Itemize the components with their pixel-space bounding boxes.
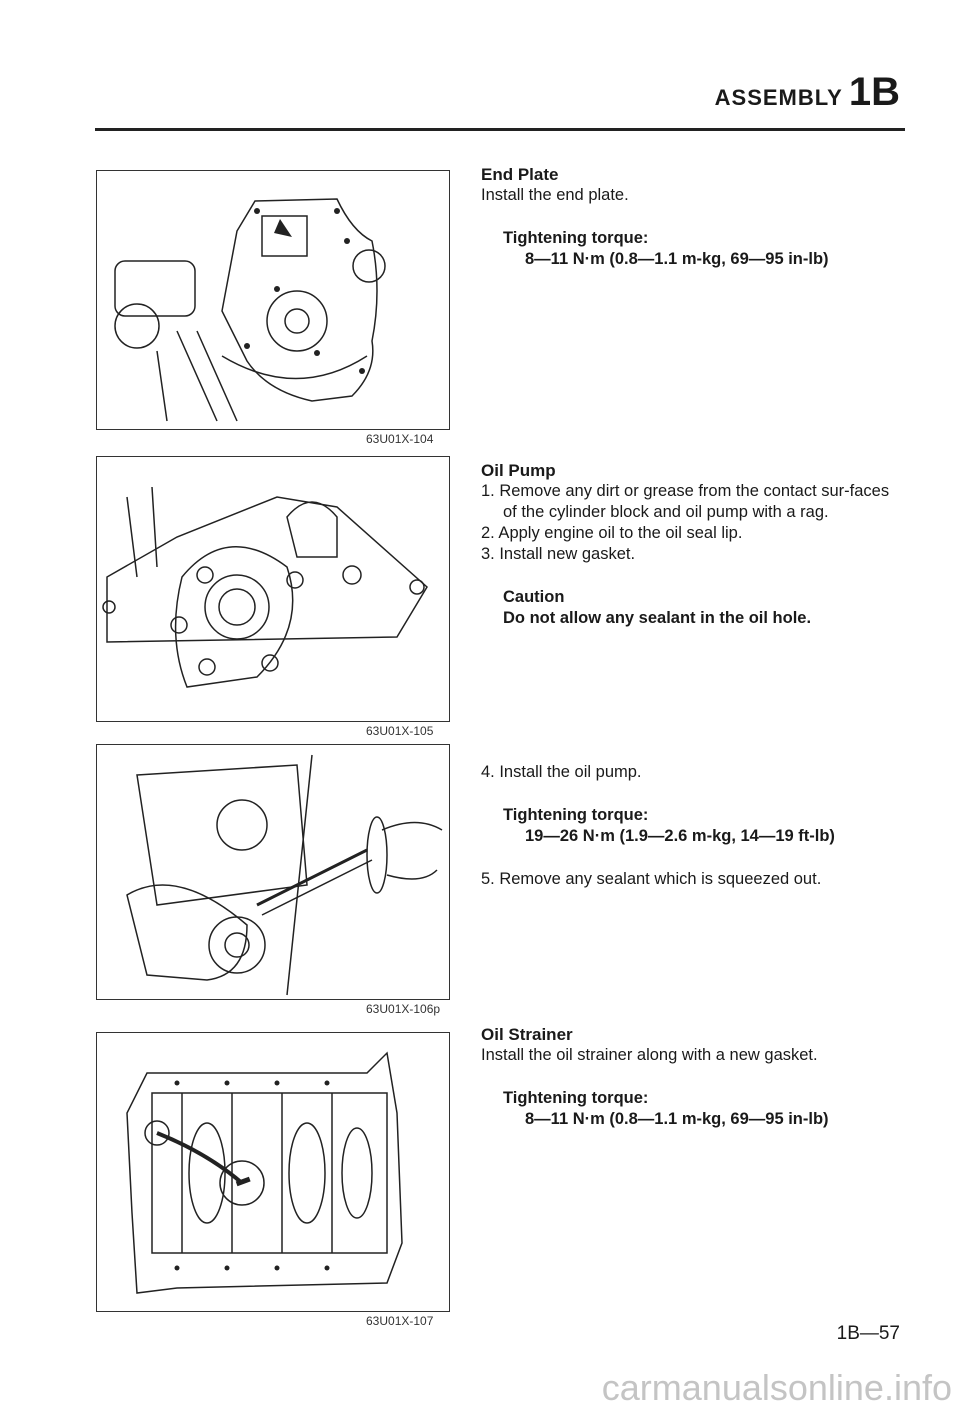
oil-strainer-illustration [126, 1051, 403, 1294]
watermark: carmanualsonline.info [601, 1367, 952, 1408]
oil-strainer-instruction: Install the oil strainer along with a ne… [481, 1046, 818, 1064]
oil-pump-step-2: 2. Apply engine oil to the oil seal lip. [481, 524, 743, 542]
end-plate-instruction: Install the end plate. [481, 186, 629, 204]
oil-pump-illustration [102, 486, 428, 688]
oil-pump-step-3: 3. Install new gasket. [481, 545, 636, 563]
figure-caption: 63U01X-105 [366, 724, 434, 738]
page-number: 1B—57 [836, 1323, 900, 1344]
caution-title: Caution [503, 588, 565, 606]
header-rule [95, 128, 905, 131]
figure-oil-pump [96, 456, 450, 722]
section-oil-strainer: Oil Strainer Install the oil strainer al… [481, 1024, 901, 1130]
oil-pump-step-4: 4. Install the oil pump. [481, 763, 642, 781]
section-title: ASSEMBLY [714, 85, 843, 110]
section-oil-pump-install: 4. Install the oil pump. Tightening torq… [481, 762, 901, 890]
torque-label: Tightening torque: [503, 806, 649, 824]
figure-caption: 63U01X-106p [366, 1002, 441, 1016]
figure-oil-pump-install [96, 744, 450, 1000]
oil-pump-install-illustration [126, 754, 443, 996]
figure-caption: 63U01X-107 [366, 1314, 434, 1328]
torque-value: 19—26 N·m (1.9—2.6 m-kg, 14—19 ft-lb) [525, 827, 835, 845]
torque-value: 8—11 N·m (0.8—1.1 m-kg, 69—95 in-lb) [525, 1110, 829, 1128]
figure-end-plate [96, 170, 450, 430]
torque-label: Tightening torque: [503, 229, 649, 247]
chapter-number: 1B [848, 70, 900, 114]
torque-label: Tightening torque: [503, 1089, 649, 1107]
end-plate-title: End Plate [481, 165, 559, 184]
end-plate-illustration [114, 198, 386, 422]
oil-pump-step-1: 1. Remove any dirt or grease from the co… [481, 482, 890, 521]
section-end-plate: End Plate Install the end plate. Tighten… [481, 164, 901, 270]
torque-value: 8—11 N·m (0.8—1.1 m-kg, 69—95 in-lb) [525, 250, 829, 268]
oil-pump-title: Oil Pump [481, 461, 556, 480]
caution-text: Do not allow any sealant in the oil hole… [503, 609, 812, 627]
figure-caption: 63U01X-104 [366, 432, 434, 446]
oil-pump-step-5: 5. Remove any sealant which is squeezed … [481, 870, 822, 888]
section-oil-pump: Oil Pump 1. Remove any dirt or grease fr… [481, 460, 901, 629]
oil-strainer-title: Oil Strainer [481, 1025, 573, 1044]
page-header: ASSEMBLY 1B [715, 70, 900, 115]
figure-oil-strainer [96, 1032, 450, 1312]
